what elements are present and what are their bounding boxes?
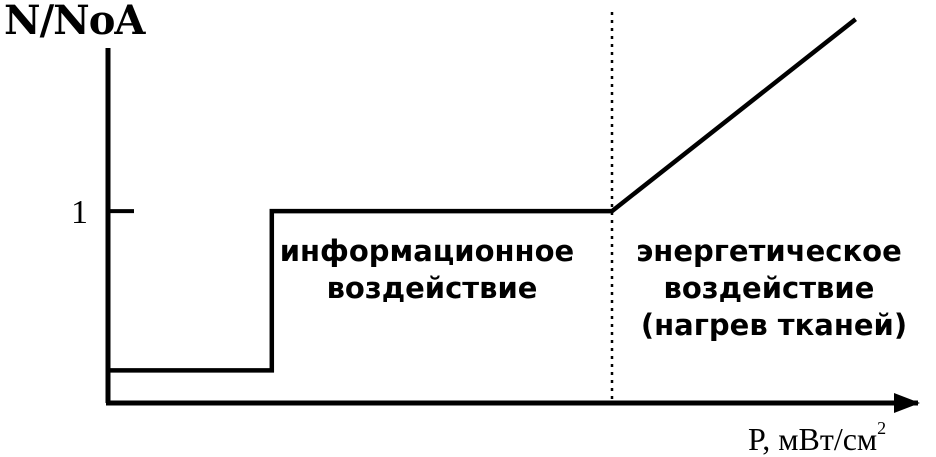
info-region-label-line-2: воздействие bbox=[327, 271, 538, 305]
x-axis-title-superscript: 2 bbox=[877, 418, 886, 438]
energy-region-label-line-1: энергетическое bbox=[636, 234, 902, 268]
energy-region-label: энергетическое воздействие (нагрев ткане… bbox=[636, 234, 912, 342]
y-ticks: 1 bbox=[71, 194, 134, 231]
y-tick-label: 1 bbox=[71, 194, 88, 231]
x-axis-title-text: P, мВт/см bbox=[748, 421, 877, 457]
info-region-label: информационное воздействие bbox=[280, 234, 585, 305]
y-axis-title: N/NoA bbox=[4, 0, 146, 44]
x-axis-title: P, мВт/см2 bbox=[748, 418, 886, 457]
energy-region-label-line-3: (нагрев тканей) bbox=[641, 308, 907, 342]
series-line bbox=[108, 17, 857, 373]
info-region-label-line-1: информационное bbox=[280, 234, 575, 268]
energy-region-label-line-2: воздействие bbox=[664, 271, 875, 305]
